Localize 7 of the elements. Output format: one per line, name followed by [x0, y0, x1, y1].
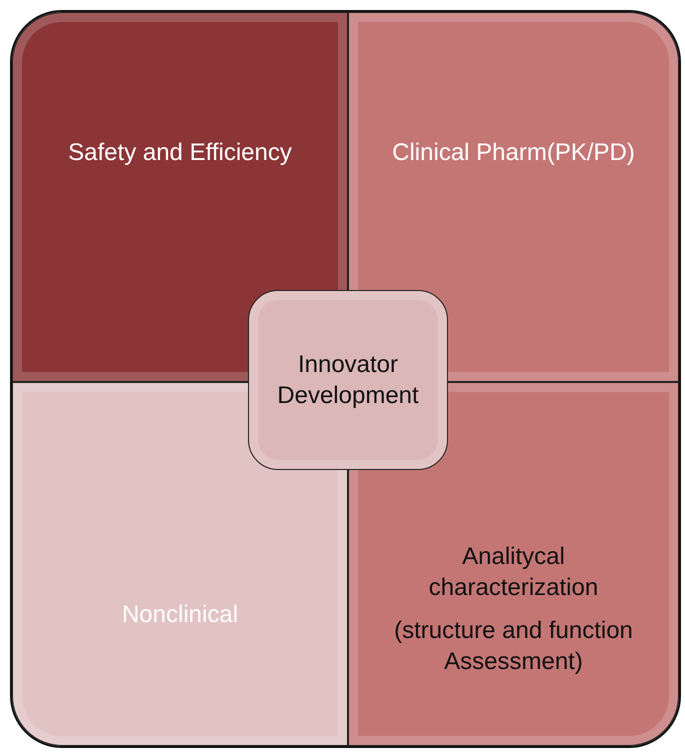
node-label: (structure and function Assessment)	[393, 616, 634, 677]
center-box	[248, 290, 448, 470]
node-label: Analitycal characterization	[428, 542, 600, 603]
node-label: Safety and Efficiency	[68, 138, 292, 168]
node-label: Nonclinical	[122, 600, 238, 630]
node-label: Innovator Development	[276, 350, 420, 411]
node-label: Clinical Pharm(PK/PD)	[392, 138, 635, 168]
